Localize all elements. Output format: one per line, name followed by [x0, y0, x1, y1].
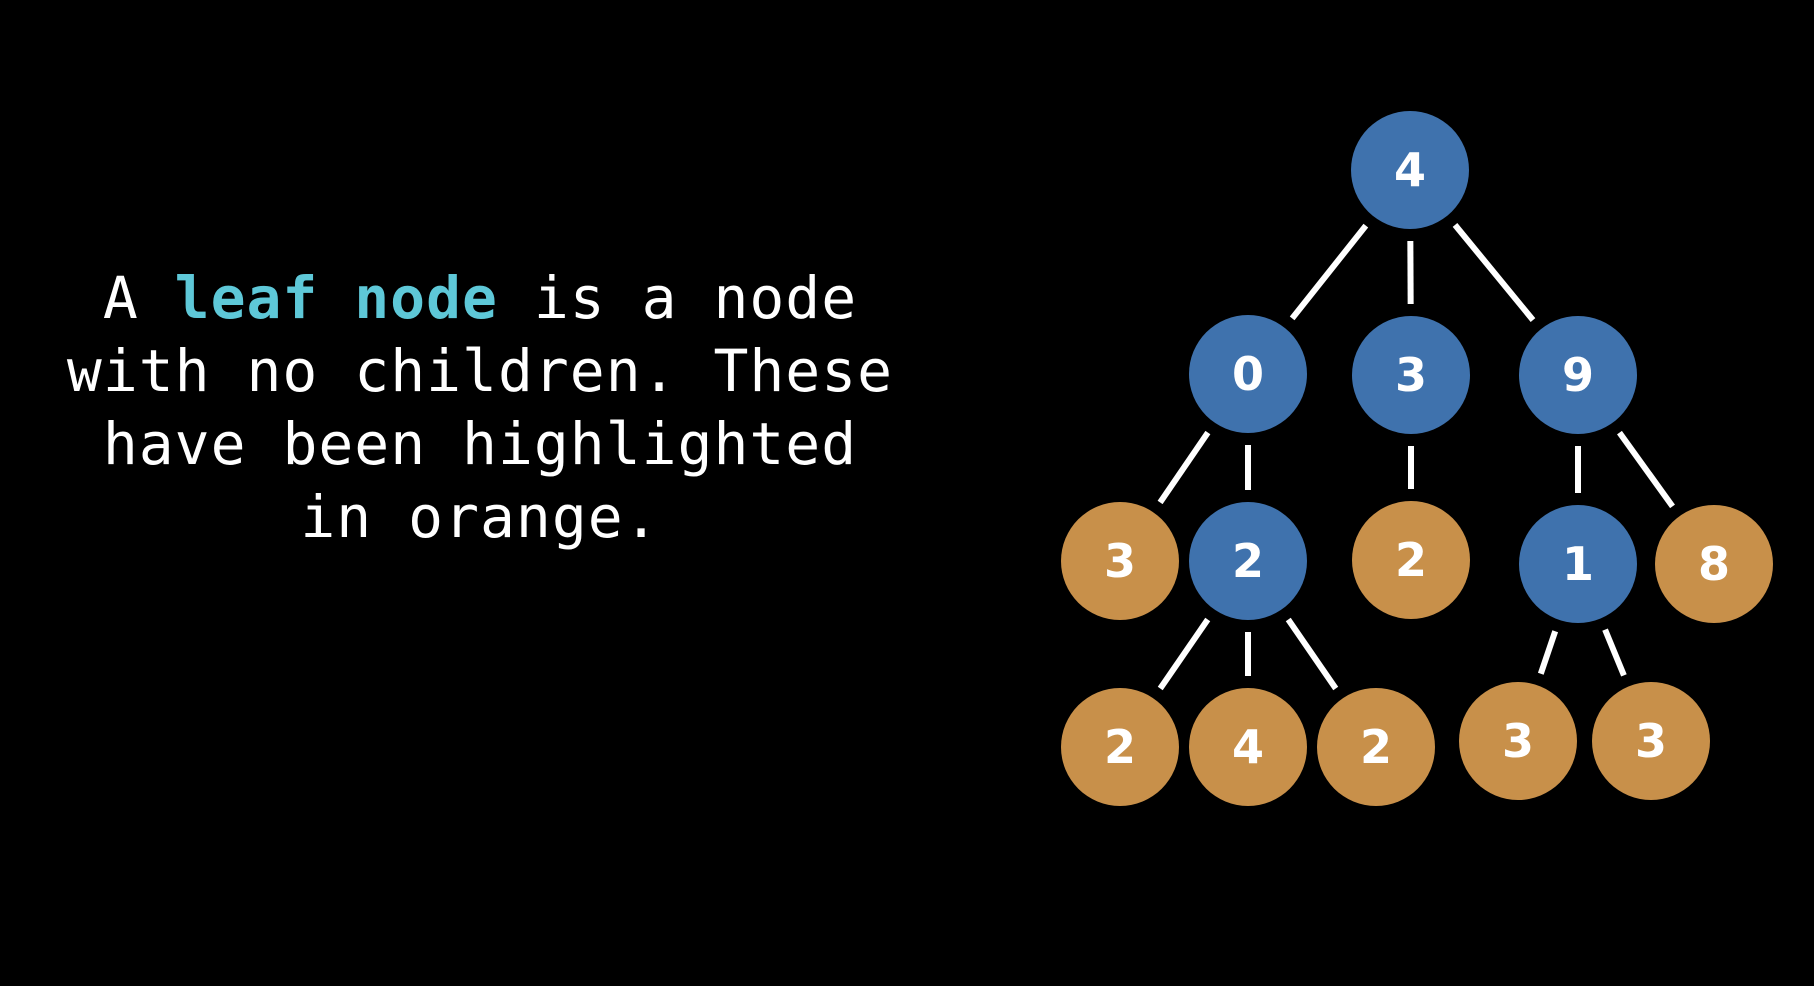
- nodes-layer: 4 0 3 9 3 2 2 1 8 2 4 2 3 3: [1061, 111, 1773, 806]
- internal-node-n9: 9: [1519, 316, 1637, 434]
- leaf-node-n4leaf: 4: [1189, 688, 1307, 806]
- node-circle: [1352, 316, 1470, 434]
- caption-line-3: have been highlighted: [102, 410, 858, 478]
- node-label: 2: [1104, 720, 1136, 774]
- internal-node-n1: 1: [1519, 505, 1637, 623]
- node-label: 2: [1360, 720, 1392, 774]
- caption-text: A leaf node is a node with no children. …: [30, 262, 930, 554]
- leaf-node-n3leafB: 3: [1459, 682, 1577, 800]
- node-circle: [1519, 316, 1637, 434]
- node-label: 3: [1635, 714, 1667, 768]
- caption-line-1: A leaf node is a node: [30, 262, 930, 335]
- node-circle: [1189, 688, 1307, 806]
- node-circle: [1592, 682, 1710, 800]
- edge-n1-n3leafB: [1537, 630, 1559, 675]
- leaf-node-n2leafA: 2: [1352, 501, 1470, 619]
- node-circle: [1459, 682, 1577, 800]
- edge-n1-n3leafC: [1602, 628, 1627, 677]
- node-circle: [1655, 505, 1773, 623]
- edge-n0-n3leaf: [1157, 430, 1211, 505]
- node-label: 3: [1502, 714, 1534, 768]
- node-label: 9: [1562, 348, 1594, 402]
- leaf-node-n8: 8: [1655, 505, 1773, 623]
- node-label: 1: [1562, 537, 1594, 591]
- edge-n2mid-n2leafB: [1157, 617, 1211, 691]
- leaf-node-n2leafC: 2: [1317, 688, 1435, 806]
- node-circle: [1317, 688, 1435, 806]
- node-label: 3: [1395, 348, 1427, 402]
- internal-node-n0: 0: [1189, 315, 1307, 433]
- caption-line-2: with no children. These: [66, 337, 894, 405]
- edge-n2mid-n2leafC: [1285, 617, 1339, 691]
- node-label: 0: [1232, 347, 1264, 401]
- node-circle: [1519, 505, 1637, 623]
- edge-n4root-n0: [1289, 223, 1369, 321]
- caption-line-1-pre: A: [102, 264, 175, 332]
- node-label: 3: [1104, 534, 1136, 588]
- node-circle: [1352, 501, 1470, 619]
- leaf-node-n3leaf: 3: [1061, 502, 1179, 620]
- node-circle: [1351, 111, 1469, 229]
- node-label: 2: [1232, 534, 1264, 588]
- node-label: 4: [1394, 143, 1426, 197]
- caption-line-1-post: is a node: [497, 264, 858, 332]
- caption-line-4: in orange.: [300, 483, 660, 551]
- internal-node-n4root: 4: [1351, 111, 1469, 229]
- node-label: 4: [1232, 720, 1264, 774]
- edges-layer: [1157, 223, 1675, 691]
- edge-n4root-n9: [1452, 223, 1536, 322]
- internal-node-n2mid: 2: [1189, 502, 1307, 620]
- node-circle: [1189, 315, 1307, 433]
- node-circle: [1189, 502, 1307, 620]
- leaf-node-n2leafB: 2: [1061, 688, 1179, 806]
- node-circle: [1061, 688, 1179, 806]
- leaf-node-highlight: leaf node: [174, 264, 498, 332]
- node-label: 8: [1698, 537, 1730, 591]
- node-label: 2: [1395, 533, 1427, 587]
- internal-node-n3a: 3: [1352, 316, 1470, 434]
- node-circle: [1061, 502, 1179, 620]
- edge-n9-n8: [1617, 430, 1675, 509]
- leaf-node-n3leafC: 3: [1592, 682, 1710, 800]
